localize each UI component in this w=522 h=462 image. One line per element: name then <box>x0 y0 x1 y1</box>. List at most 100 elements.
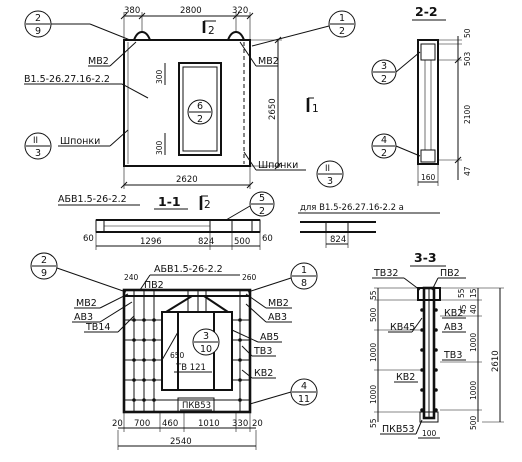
svg-text:II: II <box>325 164 330 174</box>
callout-2-9-top: 2 9 <box>24 10 131 41</box>
dim-1-1-500: 500 <box>234 237 250 247</box>
dim-3-3-1000-b: 1000 <box>369 385 378 404</box>
dim-cage-1010: 1010 <box>198 419 220 429</box>
lifting-loop-left <box>133 30 151 41</box>
label-mv2-left: МВ2 <box>88 56 109 67</box>
section-3-3: 3-3 ТВ32 ПВ2 КВ45 КВ2 АВ3 ТВ3 КВ2 ПКВ53 <box>369 250 504 439</box>
dim-2-2-2100: 2100 <box>463 105 472 124</box>
section-3-3-title: 3-3 <box>414 250 437 265</box>
label-pv2: ПВ2 <box>144 280 164 291</box>
label-pkv53-3-3: ПКВ53 <box>382 424 415 435</box>
svg-text:2: 2 <box>381 74 387 85</box>
section-1-1-mark: 2 <box>204 199 211 211</box>
dim-3-3-r-500: 500 <box>469 415 478 430</box>
dim-3-3-r-40: 40 <box>469 304 478 314</box>
svg-text:6: 6 <box>197 101 203 112</box>
opening-inner <box>182 66 218 152</box>
dim-3-3-r-1000-b: 1000 <box>469 381 478 400</box>
callout-5-2: 5 2 <box>225 191 275 221</box>
svg-text:2: 2 <box>259 206 265 217</box>
dim-cage-700: 700 <box>134 419 150 429</box>
dim-650: 650 <box>170 351 185 360</box>
dim-1-1-824: 824 <box>198 237 214 247</box>
svg-text:1: 1 <box>301 265 307 276</box>
dim-3-3-r-15: 15 <box>469 288 478 298</box>
label-kv2-3-3-a: КВ2 <box>444 308 463 319</box>
dim-300-bottom: 300 <box>155 140 164 155</box>
dim-3-3-2610: 2610 <box>491 350 501 372</box>
dim-3-3-r-55: 55 <box>457 288 466 298</box>
label-av3-cage-left: АВ3 <box>74 312 93 323</box>
dim-3-3-55-top: 55 <box>369 290 378 300</box>
dim-cage-460: 460 <box>162 419 178 429</box>
dim-1-1-60-right: 60 <box>262 234 273 244</box>
dim-2-2-160: 160 <box>421 173 436 182</box>
svg-text:3: 3 <box>381 61 387 72</box>
label-tv3-3-3: ТВ3 <box>443 350 462 361</box>
section-1-1-code: АБВ1.5-26-2.2 <box>58 194 127 205</box>
dim-cage-330: 330 <box>232 419 248 429</box>
svg-text:5: 5 <box>259 193 265 204</box>
svg-text:9: 9 <box>35 26 41 37</box>
dim-300-top: 300 <box>155 69 164 84</box>
section-1-1: АБВ1.5-26-2.2 1-1 2 60 1296 824 500 60 5… <box>58 191 275 250</box>
svg-text:4: 4 <box>301 381 307 392</box>
dim-2650: 2650 <box>268 98 278 120</box>
svg-text:2: 2 <box>41 255 47 266</box>
label-kv45: КВ45 <box>390 322 415 333</box>
dim-3-3-r-1000-a: 1000 <box>469 333 478 352</box>
section-2-2-body <box>417 39 439 165</box>
svg-text:11: 11 <box>298 394 310 405</box>
dim-3-3-r-45: 45 <box>459 304 468 314</box>
dim-3-3-100: 100 <box>422 429 437 438</box>
svg-text:II: II <box>33 136 38 146</box>
dim-2-2-503: 503 <box>463 51 472 66</box>
dim-cage-20-right: 20 <box>252 419 263 429</box>
svg-text:9: 9 <box>41 268 47 279</box>
callout-4-2: 4 2 <box>371 133 421 159</box>
svg-text:10: 10 <box>200 344 212 355</box>
svg-text:2: 2 <box>197 114 203 125</box>
svg-text:3: 3 <box>35 148 41 159</box>
dim-2620: 2620 <box>176 175 198 185</box>
section-1-1-title: 1-1 <box>158 194 181 209</box>
label-kv2-3-3-b: КВ2 <box>396 372 415 383</box>
dim-cage-20-left: 20 <box>112 419 123 429</box>
svg-text:8: 8 <box>301 278 307 289</box>
svg-text:2: 2 <box>339 26 345 37</box>
label-shponki-right: Шпонки <box>258 160 298 171</box>
reinforcement-cage: АБВ1.5-26-2.2 <box>30 252 318 450</box>
cage-code: АБВ1.5-26-2.2 <box>154 264 223 275</box>
label-tv3-cage: ТВ3 <box>253 346 272 357</box>
section-2-2-title: 2-2 <box>415 4 438 19</box>
callout-II-3-right: II 3 <box>316 160 344 188</box>
callout-3-2: 3 2 <box>371 51 421 85</box>
label-shponki-left: Шпонки <box>60 136 100 147</box>
section-mark-1: 1 <box>312 103 319 115</box>
detail-a-label: для В1.5-26.27.16-2.2 а <box>300 203 404 213</box>
label-mv2-right: МВ2 <box>258 56 279 67</box>
label-av5: АВ5 <box>260 332 279 343</box>
svg-text:4: 4 <box>381 135 387 146</box>
detail-a-dim: 824 <box>330 235 346 245</box>
label-av3-cage-right: АВ3 <box>268 312 287 323</box>
dim-cage-2540: 2540 <box>170 437 192 447</box>
callout-6-2: 6 2 <box>187 99 213 125</box>
dim-320: 320 <box>232 6 248 16</box>
svg-text:3: 3 <box>203 331 209 342</box>
label-panel-code: В1.5-26.27.16-2.2 <box>24 74 110 85</box>
callout-3-10: 3 10 <box>192 328 220 356</box>
dim-1-1-60: 60 <box>83 234 94 244</box>
label-tv121: ТВ 121 <box>175 363 206 373</box>
label-pv2-3-3: ПВ2 <box>440 268 460 279</box>
label-tv32: ТВ32 <box>373 268 398 279</box>
label-mv2-cage-left: МВ2 <box>76 298 97 309</box>
svg-text:1: 1 <box>339 13 345 24</box>
panel-outline <box>123 39 251 167</box>
label-pkv53-cage: ПКВ53 <box>182 401 211 411</box>
dim-260: 260 <box>242 273 257 282</box>
section-mark-2-top: 2 <box>208 25 215 37</box>
detail-a: для В1.5-26.27.16-2.2 а 824 <box>298 203 440 248</box>
dim-2-2-47: 47 <box>463 166 472 176</box>
